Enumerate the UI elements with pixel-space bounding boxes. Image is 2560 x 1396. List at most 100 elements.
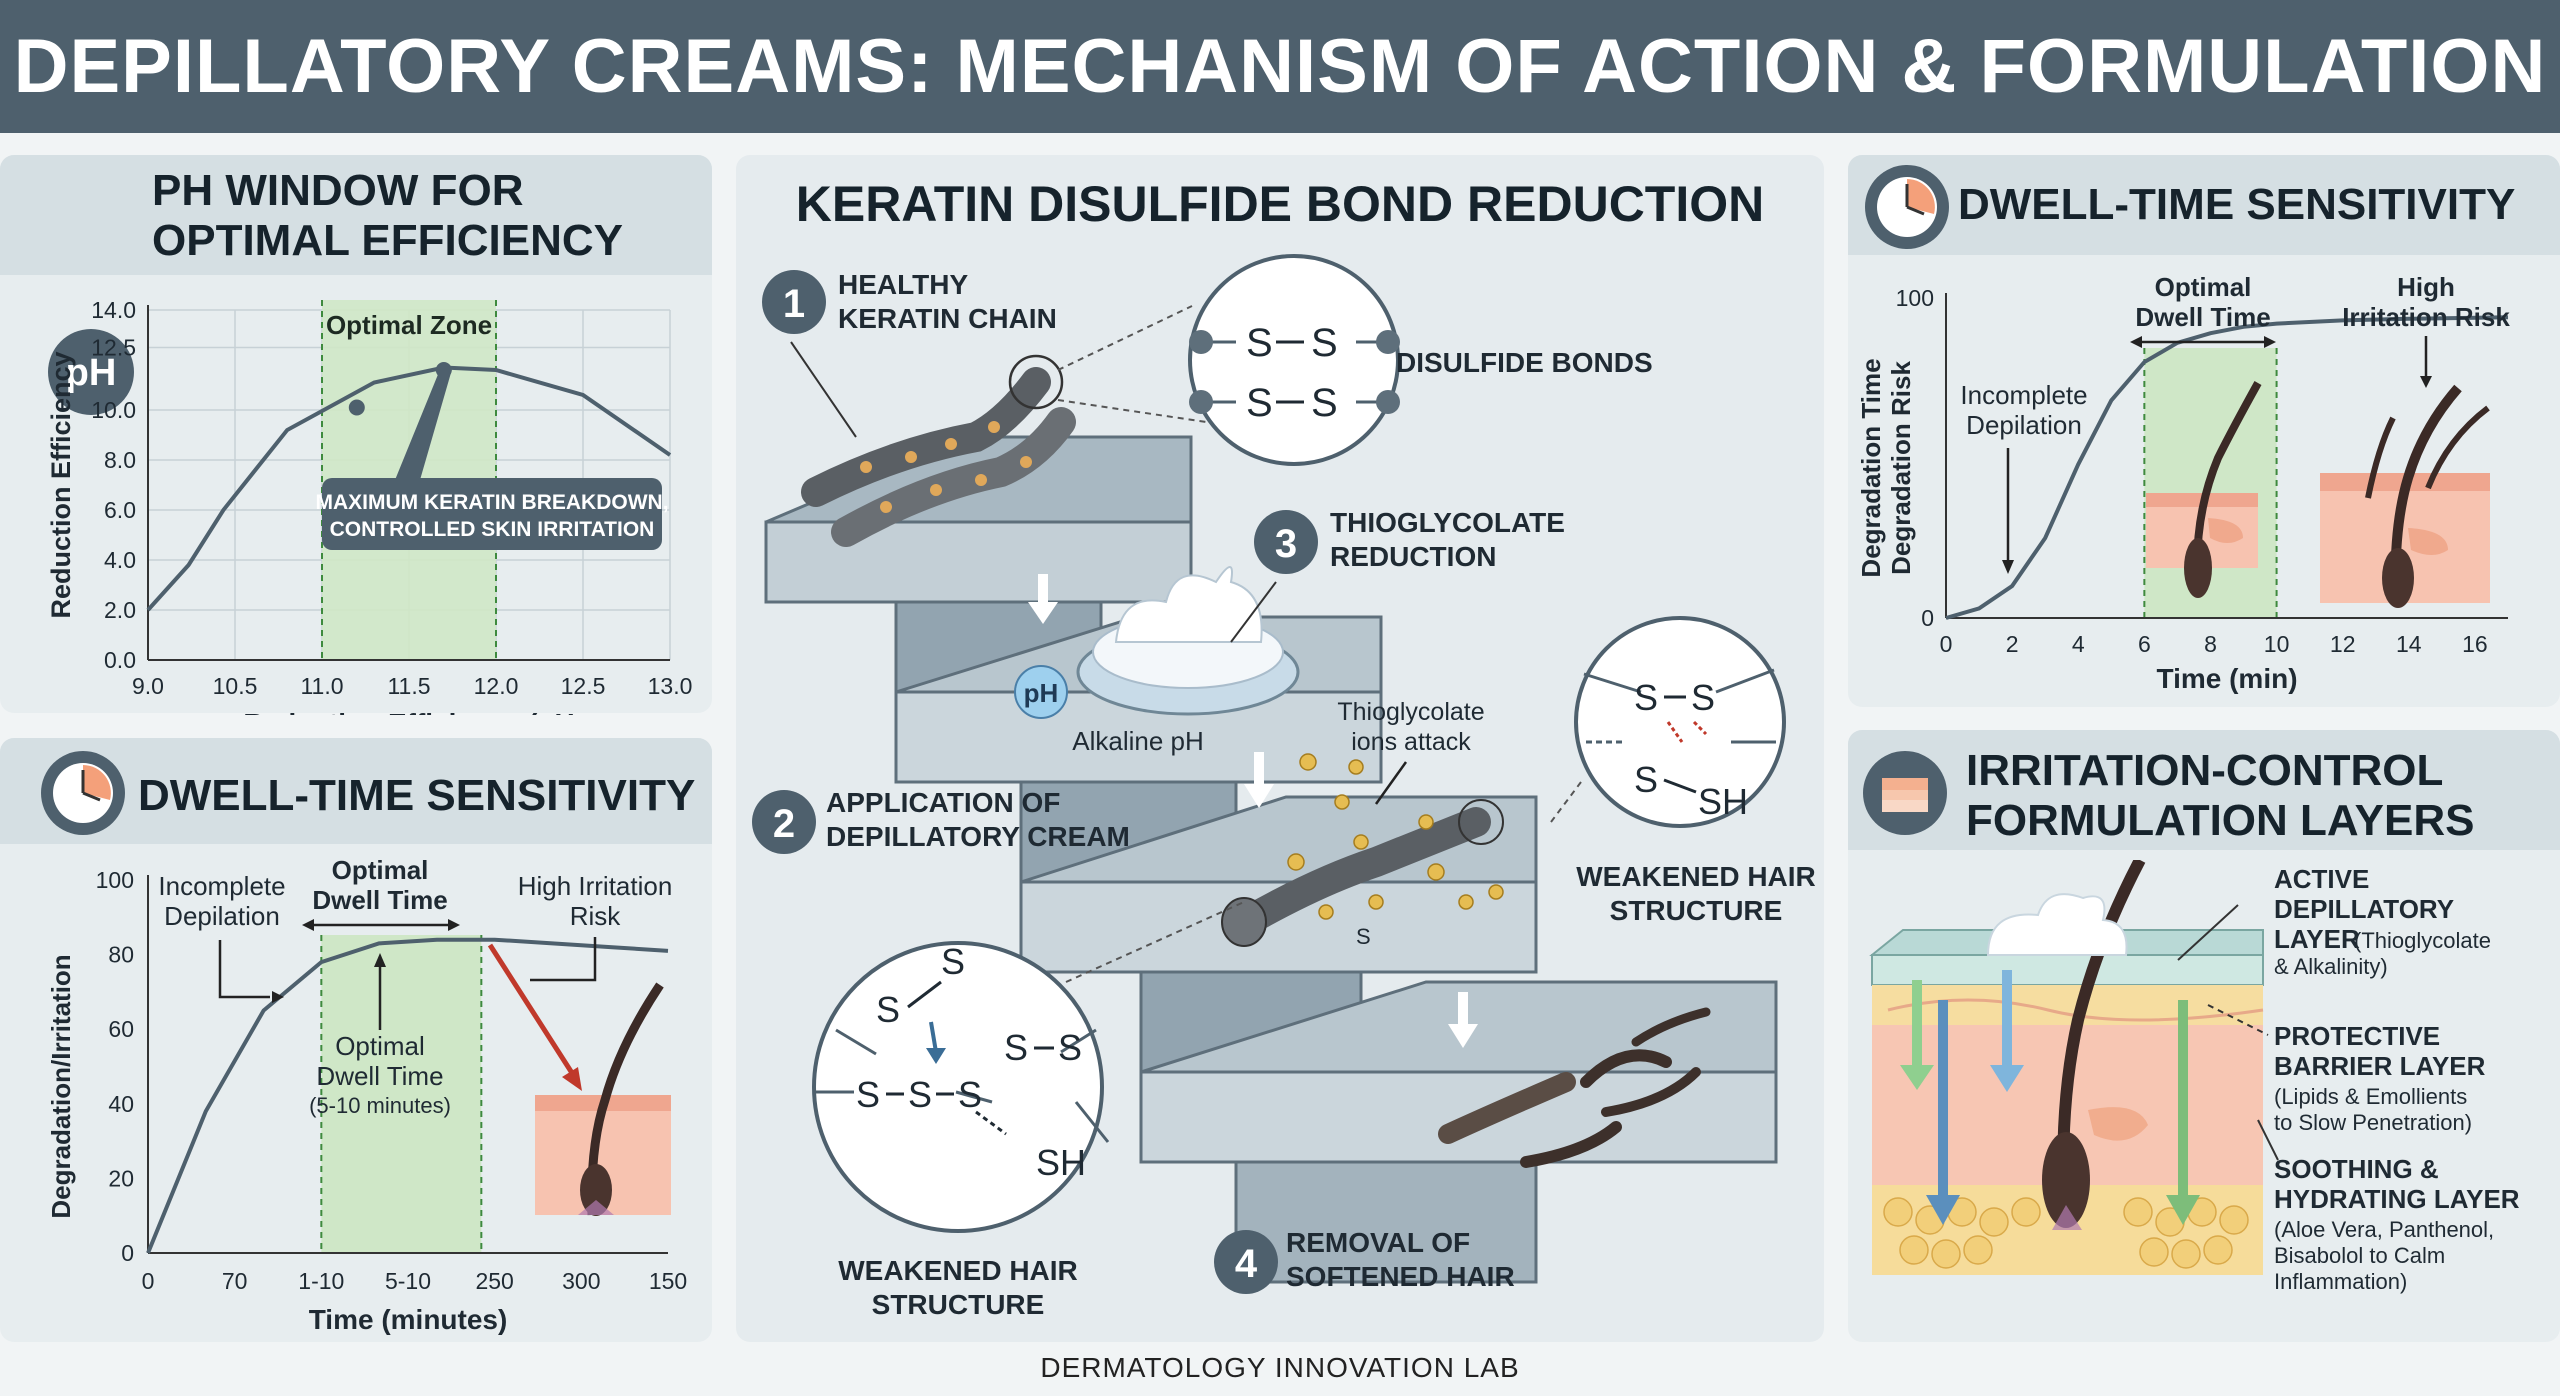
dr-xtick-label: 6: [2138, 631, 2151, 657]
ph-title-line1-abs: PH WINDOW FOR: [152, 166, 524, 215]
dl-ytick-label: 60: [108, 1016, 134, 1042]
zoom-ring-top: [1008, 354, 1064, 410]
dwell-left-curve: [146, 937, 669, 1254]
step-arrows: [1028, 574, 1478, 1048]
dl-span-right-head: [448, 919, 460, 931]
l2-title-1: PROTECTIVE: [2274, 1021, 2440, 1051]
l1-title-1: ACTIVE: [2274, 864, 2369, 894]
dr-span-right-head: [2264, 336, 2276, 348]
optimal-zone-label: Optimal Zone: [326, 310, 492, 340]
leader-barrier: [2207, 1004, 2269, 1036]
cream-dollop: [1076, 566, 1300, 716]
ph-icon-text: pH: [66, 352, 117, 394]
ph-icon: pH: [48, 329, 134, 415]
dwell-right-title: DWELL-TIME SENSITIVITY: [1958, 180, 2516, 229]
dl-risk-1: High Irritation: [518, 871, 673, 901]
dl-xtick-label: 5-10: [385, 1268, 431, 1294]
ph-ytick-label: 0.0: [104, 647, 136, 673]
ph-badge-text: pH: [1024, 678, 1059, 708]
step1-leader: [790, 341, 857, 438]
dl-red-arrow: [487, 943, 575, 1075]
leader-active: [2177, 904, 2239, 961]
l2-title-2: BARRIER LAYER: [2274, 1051, 2486, 1081]
l3-desc-3: Inflammation): [2274, 1269, 2407, 1294]
dl-inner-1: Optimal: [335, 1031, 425, 1061]
layers-title-line2: FORMULATION LAYERS: [1966, 796, 2475, 845]
dr-xtick-label: 0: [1940, 631, 1953, 657]
center-title: KERATIN DISULFIDE BOND REDUCTION: [795, 176, 1765, 232]
l3-desc-1: (Aloe Vera, Panthenol,: [2274, 1217, 2494, 1242]
clock-icon-right: [1865, 165, 1949, 249]
bond-s-1: S: [1246, 321, 1273, 365]
attacked-keratin-chain: S: [1221, 753, 1504, 949]
step4-label-2: SOFTENED HAIR: [1286, 1261, 1515, 1292]
ph-xtick-label: 9.0: [132, 673, 164, 699]
step3-label-2: REDUCTION: [1330, 541, 1496, 572]
ph-xtick-label: 11.0: [300, 673, 343, 699]
dr-risk-arrowhead: [2420, 376, 2432, 388]
zoom-r-s-2: S: [1691, 677, 1715, 718]
center-diagram: S S S S DISULFIDE BONDS 1 HEALTHY KERATI…: [752, 254, 1816, 1320]
l2-desc-2: to Slow Penetration): [2274, 1110, 2472, 1135]
zoom-l-s-6: S: [1004, 1027, 1028, 1068]
dr-xtick-label: 12: [2330, 631, 2356, 657]
dr-x-axis-label: Time (min): [2156, 663, 2297, 694]
attack-label-1: Thioglycolate: [1337, 698, 1484, 726]
dr-optimal-hair-illustration: [2146, 381, 2262, 598]
dl-risk-2: Risk: [570, 901, 622, 931]
disulfide-bond-zoom: S S S S: [1188, 254, 1400, 466]
step1-number: 1: [783, 282, 805, 326]
l3-desc-2: Bisabolol to Calm: [2274, 1243, 2445, 1268]
callout-line2: CONTROLLED SKIN IRRITATION: [330, 518, 655, 541]
step1-label-2: KERATIN CHAIN: [838, 303, 1057, 334]
step3-label-1: THIOGLYCOLATE: [1330, 507, 1565, 538]
ph-xtick-label: 10.5: [213, 673, 258, 699]
dwell-right-curve: [1945, 315, 2509, 620]
ph-xtick-label: 12.5: [561, 673, 606, 699]
l1-title-2: DEPILLATORY: [2274, 894, 2454, 924]
ph-efficiency-curve: [146, 365, 672, 612]
dr-y-axis-label-2: Degradation Risk: [1886, 361, 1916, 575]
dl-optimal-2: Dwell Time: [312, 885, 447, 915]
dr-xtick-label: 16: [2462, 631, 2488, 657]
dr-span-left-head: [2130, 336, 2142, 348]
step4-label-1: REMOVAL OF: [1286, 1227, 1470, 1258]
l1-desc-1: (Thioglycolate: [2354, 928, 2491, 953]
ph-y-axis-label: Reduction Efficiency: [46, 351, 76, 618]
dl-incomplete-arrowhead: [272, 991, 284, 1003]
dr-xtick-label: 8: [2204, 631, 2217, 657]
dr-optimal-1: Optimal: [2155, 272, 2252, 302]
step2-label-2: DEPILLATORY CREAM: [826, 821, 1130, 852]
step3-leader: [1230, 581, 1277, 643]
dr-risk-hair-illustration: [2320, 384, 2490, 608]
dl-xtick-label: 150: [649, 1268, 687, 1294]
zoom-l-s-2: S: [941, 941, 965, 982]
dl-risk-connector: [530, 937, 597, 982]
ph-ytick-label: 10.0: [91, 397, 136, 423]
dl-xtick-label: 1-10: [298, 1268, 344, 1294]
dr-y-axis-label-1: Degradation Time: [1856, 358, 1886, 577]
weak-right-label-2: STRUCTURE: [1610, 895, 1783, 926]
ph-marked-point: [348, 399, 365, 416]
disulfide-bonds-label: DISULFIDE BONDS: [1396, 347, 1653, 378]
layers-title-line1: IRRITATION-CONTROL: [1966, 746, 2444, 795]
step1-badge: [762, 270, 826, 334]
dl-red-arrowhead: [562, 1067, 582, 1091]
dwell-left-title: DWELL-TIME SENSITIVITY: [138, 771, 696, 820]
ph-title-line2: OPTIMAL EFFICIENCY: [152, 216, 623, 265]
weak-left-label-1: WEAKENED HAIR: [838, 1255, 1078, 1286]
ph-ytick-label: 8.0: [104, 447, 136, 473]
dl-xtick-label: 0: [142, 1268, 155, 1294]
dl-span-left-head: [302, 919, 314, 931]
dl-ytick-label: 0: [121, 1240, 134, 1266]
layers-header: [1848, 730, 2560, 850]
step3-number: 3: [1275, 522, 1297, 566]
dr-xtick-label: 14: [2396, 631, 2422, 657]
softened-hair: [1438, 1007, 1711, 1168]
step2-badge: [752, 790, 816, 854]
attack-label-2: ions attack: [1351, 728, 1471, 756]
ph-ytick-label: 14.0: [91, 297, 136, 323]
zoom-l-s-4: S: [908, 1074, 932, 1115]
dl-xtick-label: 250: [475, 1268, 513, 1294]
